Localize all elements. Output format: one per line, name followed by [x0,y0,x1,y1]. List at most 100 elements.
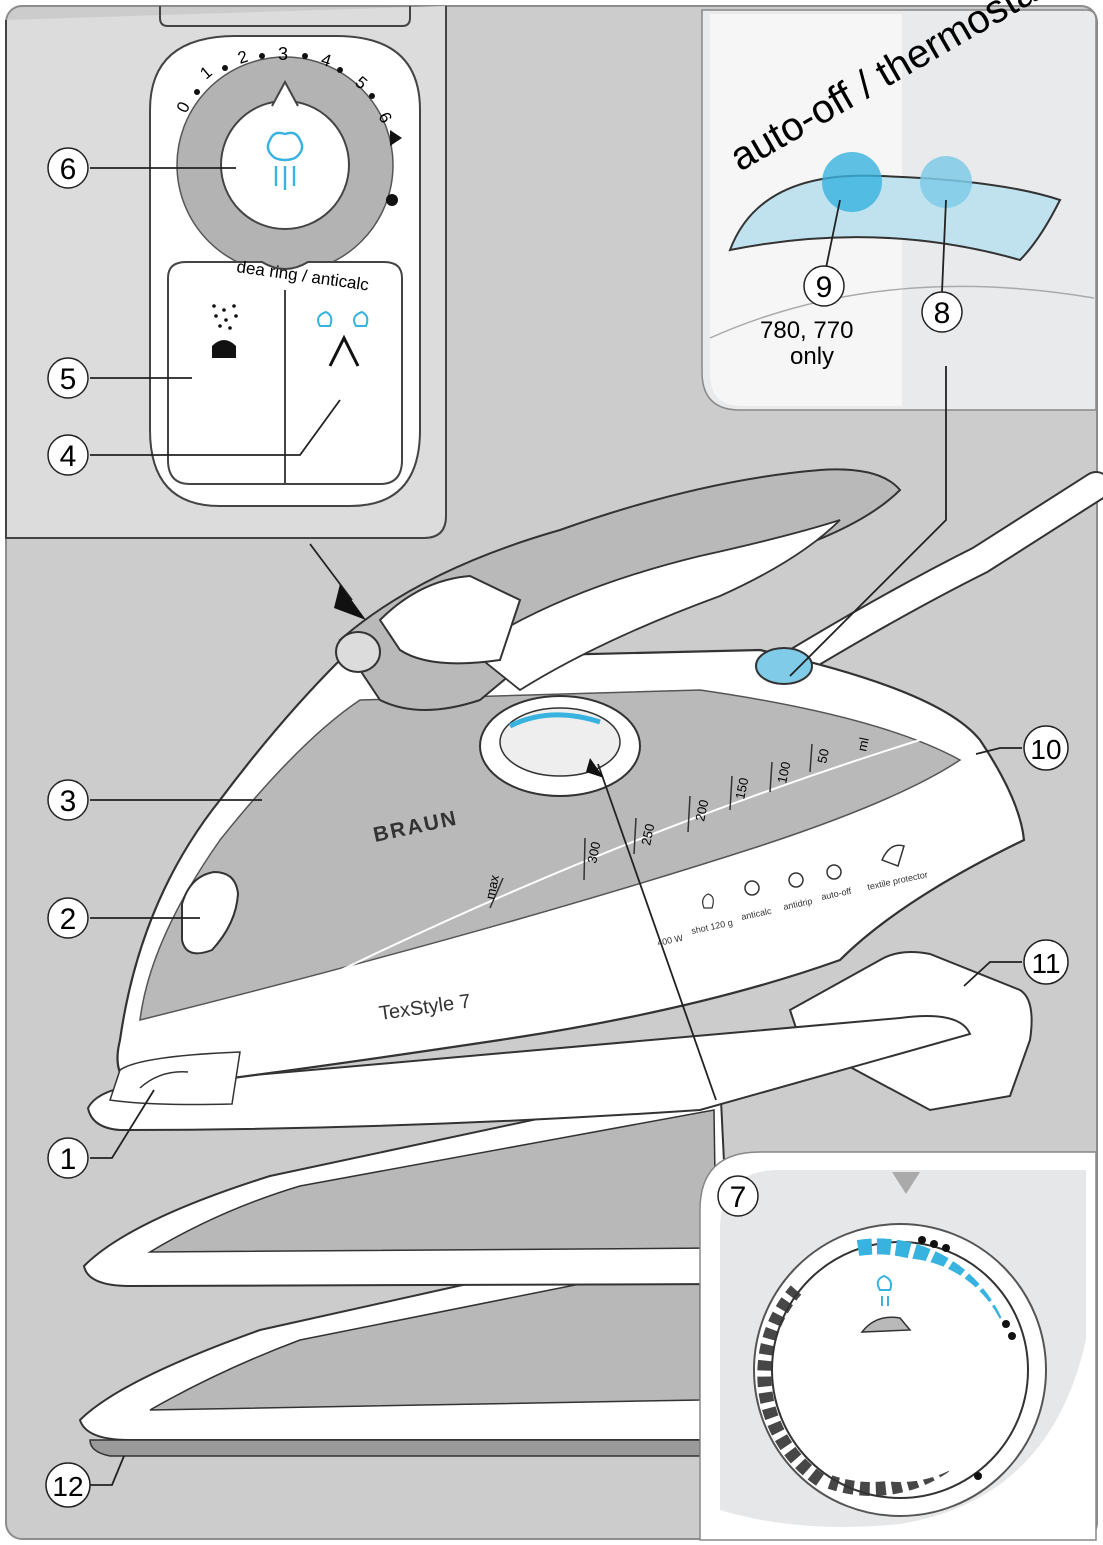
leader-4 [90,399,341,456]
dial-pointer [271,79,299,107]
leader-8-iron [789,366,947,677]
water-mark-50: 50 [814,747,832,764]
svg-text:1: 1 [60,1143,77,1176]
dial-dot [194,89,200,95]
water-mark-300: 300 [584,840,603,864]
iron-upper-shell [139,689,962,1021]
svg-text:9: 9 [816,271,833,304]
iron-soleplate-icon [860,1316,912,1333]
leader-9 [825,199,841,269]
control-panel-inset: 0 1 2 3 4 5 6 dea ring / anticalc [5,6,447,539]
indicator-note-line1: 780, 770 [760,317,853,344]
steam-icon [876,1274,893,1306]
indicator-inset: auto-off / thermostat 780, 770 only [701,0,1097,411]
dial-dot [222,65,228,71]
water-tick [769,761,773,793]
svg-text:8: 8 [934,297,951,330]
textile-protector-icon [880,844,905,867]
spray-nozzle [335,631,381,673]
water-tick [729,775,733,811]
callouts: 6 5 4 3 2 1 12 10 11 9 8 7 [45,147,1069,1508]
dial-dot [302,53,308,59]
callout-12: 12 [45,1462,91,1508]
dial-center [788,1258,1012,1482]
soleplate-upper [82,1078,732,1288]
leader-11 [963,961,1022,987]
soleplate-heel-mark [139,1071,189,1089]
water-unit: ml [854,736,872,753]
svg-text:7: 7 [730,1181,747,1214]
callout-6: 6 [47,147,89,189]
svg-text:10: 10 [1030,734,1061,765]
water-mark-200: 200 [692,798,711,822]
svg-text:5: 5 [60,363,77,396]
dial-dot [369,93,375,99]
dial-dot [337,67,343,73]
dial-pointer-arrow [586,758,604,778]
dial-end-marker [390,130,402,146]
water-tick [809,743,813,773]
callout-7: 7 [717,1175,759,1217]
antidrip-icon [788,872,804,888]
temperature-dial-arc [508,712,601,729]
auto-off-light [822,152,882,212]
callout-10: 10 [1023,725,1069,771]
shot-of-steam-icon [702,893,714,909]
dial-tick-3: 3 [278,44,288,64]
svg-text:11: 11 [1031,948,1060,979]
leader-8 [941,199,947,293]
water-tick [687,795,691,833]
water-window-line [279,739,921,1001]
water-tick [633,817,637,855]
svg-text:4: 4 [60,440,77,473]
water-fill-opening [181,870,240,955]
temperature-dial [499,707,621,777]
power-cord-fill [787,473,1103,673]
shot-of-steam-icon [317,310,369,367]
water-mark-max: max [482,873,502,901]
water-scale: max 300 250 200 150 100 50 ml [482,736,872,909]
leader-12 [90,1455,125,1486]
callout-3: 3 [47,779,89,821]
leader-10 [975,747,1022,755]
leader-1 [90,1089,155,1159]
dial-dot [259,53,265,59]
water-tick [583,837,586,881]
feature-icons [702,844,905,909]
dial-calc-dot [386,194,398,206]
thermostat-light-iron [755,647,813,685]
water-mark-150: 150 [732,776,751,800]
svg-text:6: 6 [60,153,77,186]
inset-pointer [309,543,353,601]
leader-lines [90,167,1022,1486]
auto-off-icon [826,864,842,880]
indicator-note-line2: only [790,343,834,370]
callout-9: 9 [803,265,845,307]
thermostat-light [920,156,972,208]
callout-4: 4 [47,434,89,476]
callout-8: 8 [921,291,963,333]
water-mark-100: 100 [774,760,793,784]
svg-text:3: 3 [60,785,77,818]
steam-dial-knob [220,100,350,230]
soleplate-heel [109,1051,241,1106]
callout-5: 5 [47,357,89,399]
dial-index-marker [892,1172,920,1194]
indicator-window [728,174,1062,262]
callout-2: 2 [47,897,89,939]
spray-icon [212,304,238,358]
callout-1: 1 [47,1137,89,1179]
dial-heat-dots [918,1236,1016,1480]
svg-text:12: 12 [52,1471,83,1502]
indicator-contour [709,285,1095,339]
water-mark-250: 250 [638,822,657,846]
svg-text:2: 2 [60,903,77,936]
control-module [378,574,522,665]
water-tick [489,877,504,909]
inset-pointer-arrow [334,584,366,620]
callout-11: 11 [1023,939,1069,985]
handle-grip [468,519,841,692]
steam-icon [266,131,304,190]
inset-tab [159,6,411,27]
